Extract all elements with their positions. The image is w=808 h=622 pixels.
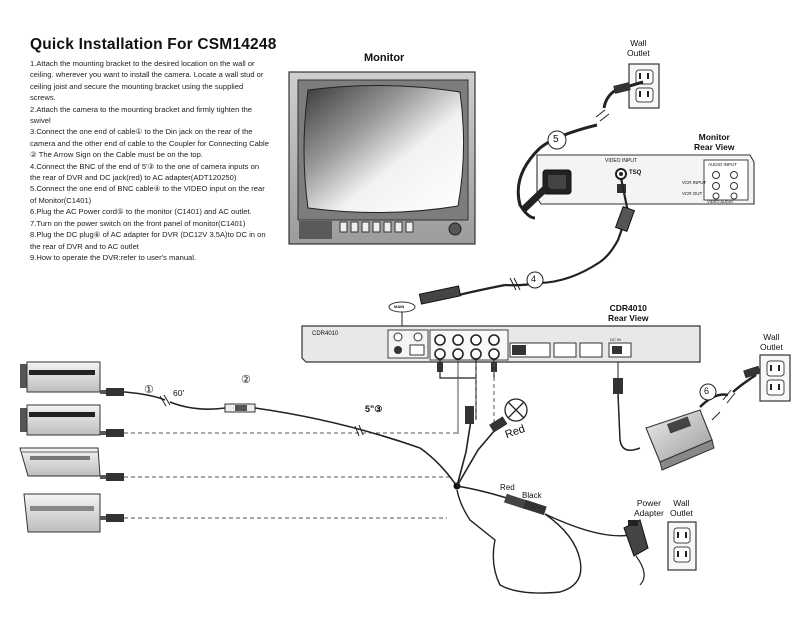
callout-4-circle <box>526 271 544 289</box>
dvr-panel-model: CDR4010 <box>312 331 339 337</box>
camera-1 <box>20 361 101 393</box>
instruction-step-5: 5.Connect the one end of BNC cable④ to t… <box>30 184 265 205</box>
instruction-step-4: 4.Connect the BNC of the end of 5'③ to t… <box>30 161 260 183</box>
wall-outlet-right-line1: Wall <box>763 332 780 342</box>
camera-3 <box>19 447 101 477</box>
wall-outlet-right <box>759 354 791 402</box>
monitor-rear-view-label: Monitor Rear View <box>694 132 734 152</box>
wall-outlet-bottom-line2: Outlet <box>670 508 693 518</box>
dvr-rear-line1: CDR4010 <box>609 303 647 313</box>
dvr-rear-line2: Rear View <box>608 313 649 323</box>
video-audio-label: VIDEO AUDIO <box>707 199 734 204</box>
instruction-step-1: 1.Attach the mounting bracket to the des… <box>30 59 264 103</box>
wall-outlet-right-label: Wall Outlet <box>760 332 783 352</box>
callout-1: ① <box>144 384 154 396</box>
wall-outlet-top-label: Wall Outlet <box>627 38 650 58</box>
instruction-list: 1.Attach the mounting bracket to the des… <box>30 58 270 263</box>
audio-input-label: AUDIO INPUT <box>708 162 738 167</box>
instruction-step-3: 3.Connect the one end of cable① to the D… <box>30 127 269 160</box>
instruction-step-9: 9.How to operate the DVR:refer to user's… <box>30 252 197 262</box>
cable-5ft-label: 5"③ <box>365 404 383 414</box>
instruction-step-8: 8.Plug the DC plug⑥ of AC adapter for DV… <box>30 230 266 251</box>
page-title: Quick Installation For CSM14248 <box>30 36 277 53</box>
vcr-input-label: VCR INPUT <box>682 180 707 185</box>
camera-2 <box>20 404 101 436</box>
dvr-rear-view-label: CDR4010 Rear View <box>608 303 648 323</box>
callout-2: ② <box>241 374 251 386</box>
monitor-label: Monitor <box>364 52 405 64</box>
instruction-step-7: 7.Turn on the power switch on the front … <box>30 218 246 228</box>
monitor-front-buttons <box>339 221 414 233</box>
monitor-rear-line1: Monitor <box>698 132 730 142</box>
wall-outlet-right-line2: Outlet <box>760 342 783 352</box>
ac-adapter-dvr <box>645 409 715 471</box>
red-cable-label: Red <box>500 483 515 492</box>
power-adapter-camera <box>623 519 649 557</box>
cable-length-label: 60' <box>173 388 185 398</box>
callout-6-circle <box>699 383 717 401</box>
instruction-step-6: 6.Plug the AC Power cord⑤ to the monitor… <box>30 207 252 217</box>
callout-5-circle <box>547 130 567 150</box>
prohibited-icon <box>504 398 528 422</box>
callout-4: 4 <box>531 274 537 284</box>
wall-outlet-bottom-line1: Wall <box>673 498 690 508</box>
camera-4 <box>23 493 101 533</box>
instruction-step-2: 2.Attach the camera to the mounting brac… <box>30 104 253 126</box>
dvr-camera-inputs <box>429 329 509 361</box>
main-tag-label: MAIN <box>394 304 405 309</box>
wall-outlet-bottom <box>667 521 697 571</box>
tsq-label: TSQ <box>629 170 642 176</box>
power-adapter-line1: Power <box>636 498 661 508</box>
dvr-rear-panel <box>301 325 701 363</box>
wall-outlet-top <box>628 63 660 109</box>
dc-in-label: DC IN <box>610 337 621 342</box>
wall-outlet-top-line2: Outlet <box>627 48 650 58</box>
vcr-out-label: VCR OUT <box>682 191 703 196</box>
power-knob-icon <box>448 222 462 236</box>
monitor-rear-line2: Rear View <box>694 142 735 152</box>
callout-6: 6 <box>704 386 710 396</box>
callout-5: 5 <box>553 134 559 145</box>
wall-outlet-top-line1: Wall <box>630 38 647 48</box>
black-cable-label: Black <box>522 491 542 500</box>
monitor-front <box>288 71 476 245</box>
wall-outlet-bottom-label: Wall Outlet <box>670 498 693 518</box>
video-input-label: VIDEO INPUT <box>605 158 637 164</box>
power-adapter-label: Power Adapter <box>634 498 664 518</box>
power-adapter-line2: Adapter <box>634 508 664 518</box>
